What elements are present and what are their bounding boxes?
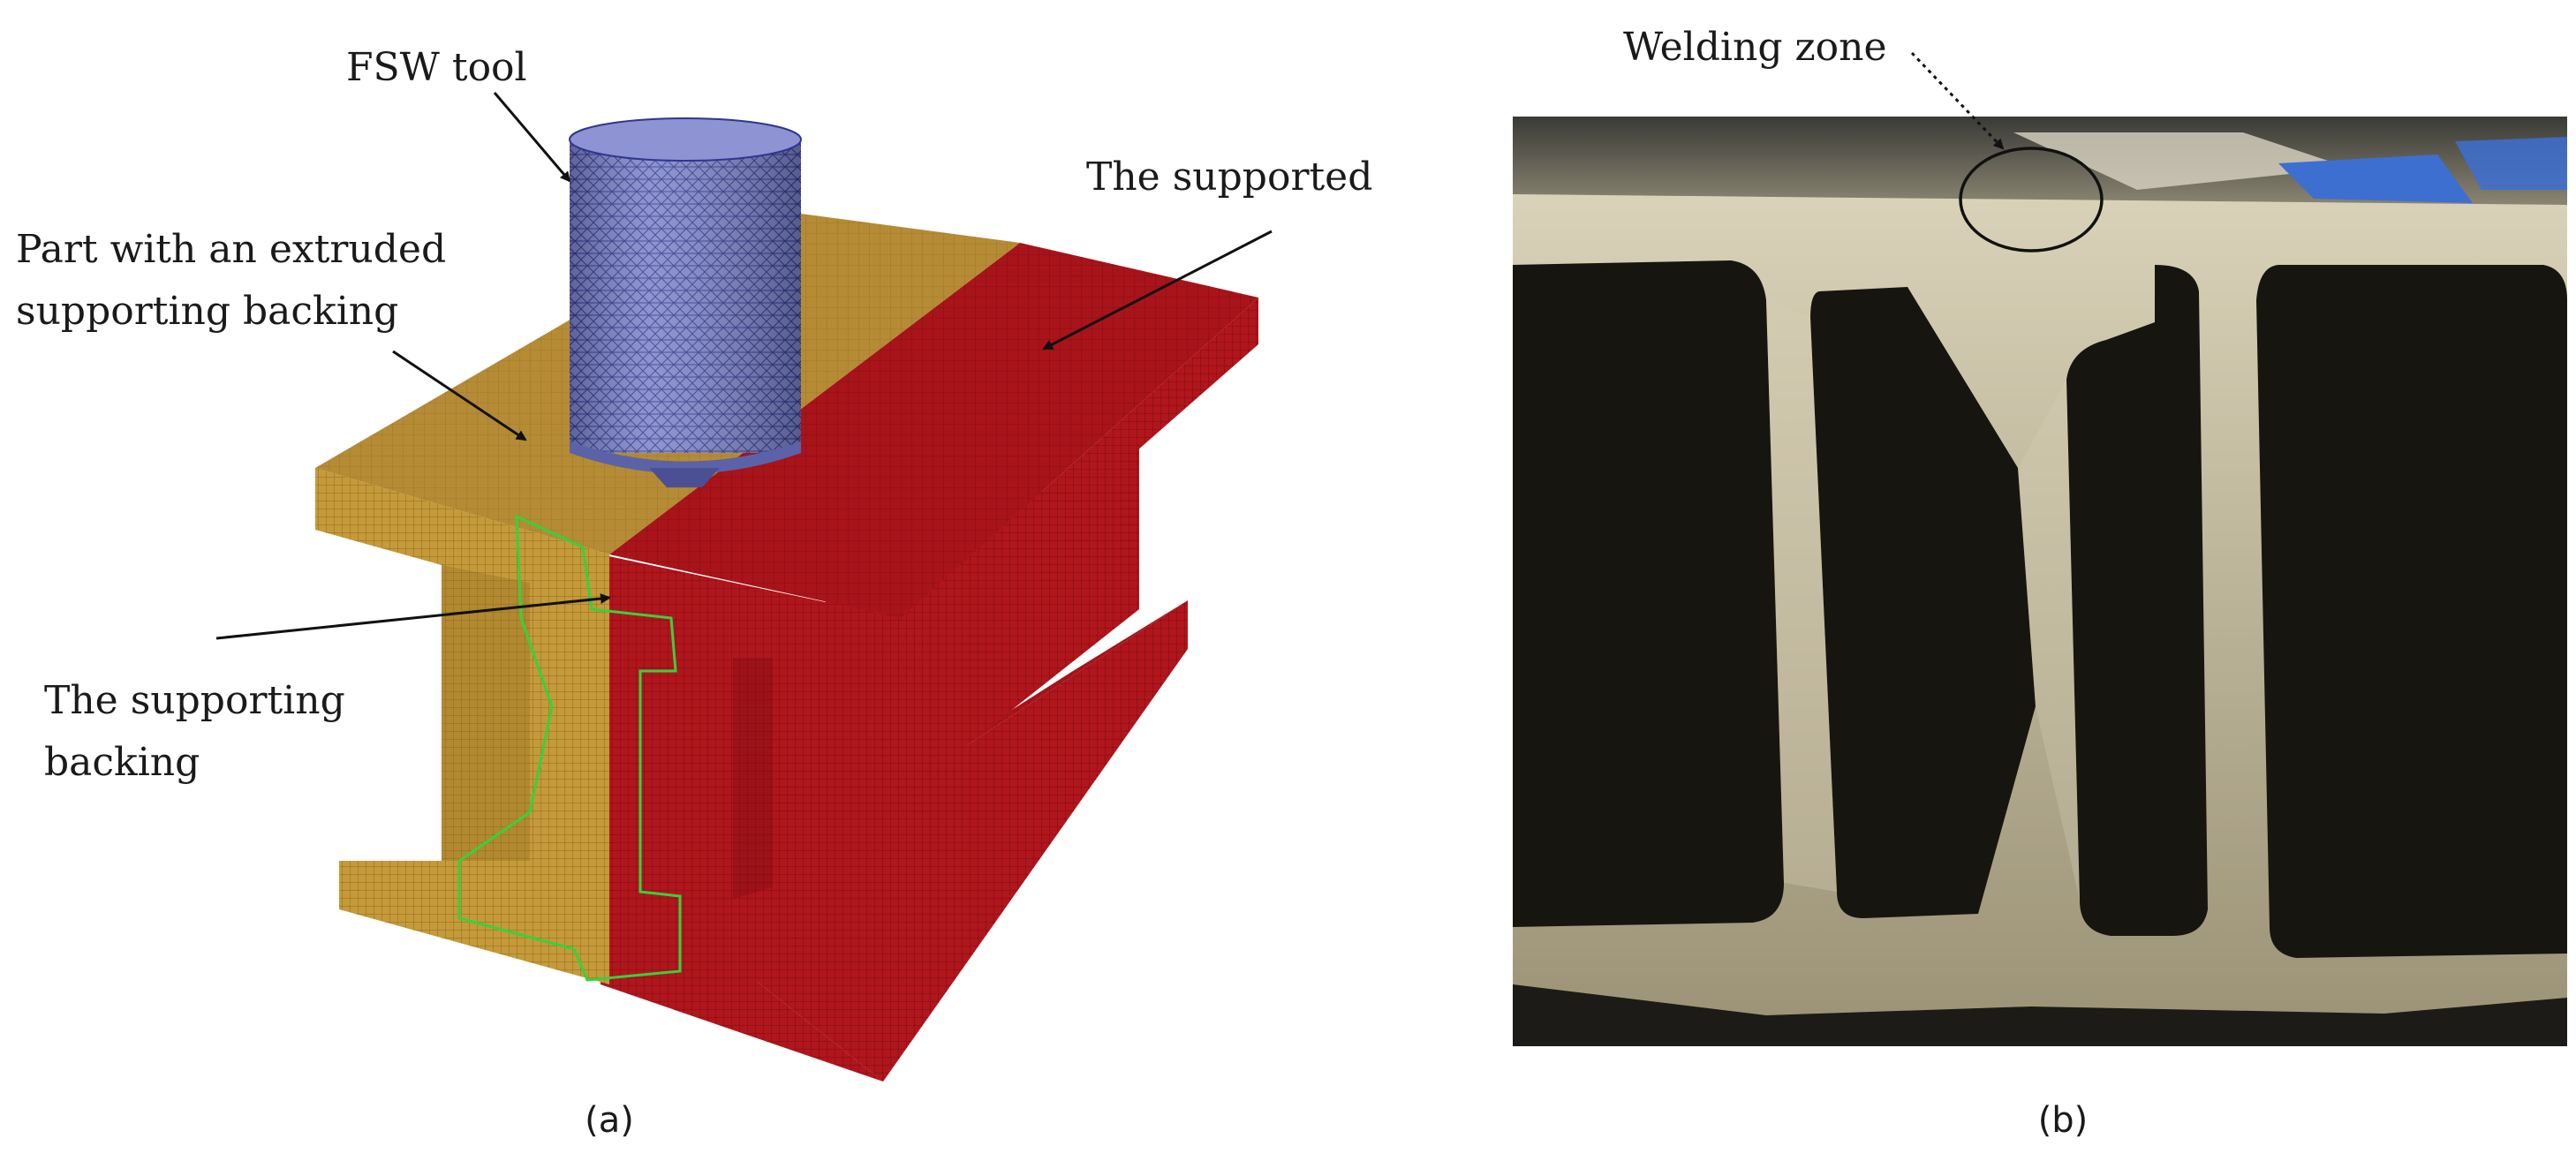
- arrow-fsw-tool: [493, 92, 571, 183]
- supported-top-flange-top: [609, 243, 1258, 618]
- supported-top-flange-side: [901, 298, 1258, 658]
- label-backing-line1: The supporting: [44, 678, 345, 723]
- label-welding-zone: Welding zone: [1623, 25, 1887, 70]
- arrow-part-with-backing: [392, 350, 527, 441]
- arrow-welding-zone: [1910, 51, 2005, 150]
- caption-a: (a): [585, 1100, 634, 1141]
- arrow-the-supported: [1042, 230, 1273, 351]
- fsw-tool-top: [569, 117, 802, 162]
- panel-b-photo: Welding zone (b): [1513, 25, 2567, 1141]
- fsw-tool: [569, 117, 802, 487]
- panel-a-leaders: [215, 92, 1273, 640]
- panel-a-fsw-model: FSW tool The supported Part with an extr…: [16, 45, 1372, 1141]
- cavity-center-right: [2066, 265, 2208, 936]
- part-front-section: [315, 468, 609, 984]
- label-backing-line2: backing: [44, 740, 200, 785]
- supported-part: [601, 243, 1258, 1082]
- cavity-center-left: [1810, 287, 2036, 918]
- cavity-left: [1513, 260, 1784, 927]
- fsw-tool-pin: [649, 468, 720, 487]
- blue-tape: [2278, 155, 2473, 203]
- arrow-supporting-backing: [215, 593, 611, 640]
- caption-b: (b): [2038, 1100, 2089, 1141]
- supported-web-side: [759, 441, 1139, 909]
- label-fsw-tool: FSW tool: [346, 45, 527, 90]
- label-part-line2: supporting backing: [16, 289, 398, 334]
- label-the-supported: The supported: [1086, 155, 1372, 200]
- cavity-right: [2256, 265, 2567, 958]
- supporting-backing-outline: [457, 514, 682, 982]
- welding-zone-circle: [1959, 147, 2104, 253]
- label-part-line1: Part with an extruded: [16, 227, 446, 272]
